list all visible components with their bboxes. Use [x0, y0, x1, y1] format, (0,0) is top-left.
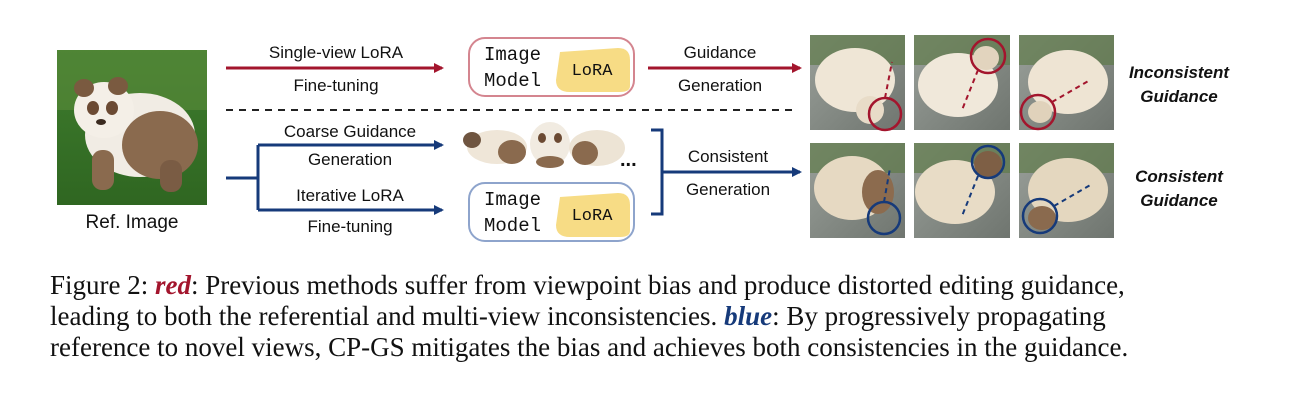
- caption-line2-a: leading to both the referential and mult…: [50, 301, 725, 331]
- caption-prefix: Figure 2:: [50, 270, 155, 300]
- result-top-2: [914, 35, 1010, 130]
- merge-bracket: [651, 128, 664, 216]
- coarse-generation-label: Generation: [308, 150, 392, 169]
- coarse-panda-3: [569, 130, 625, 166]
- iterative-finetuning-label: Fine-tuning: [307, 217, 392, 236]
- consistent-label: Consistent: [688, 147, 769, 166]
- caption-blue-word: blue: [724, 301, 773, 331]
- consistent-generation-label: Generation: [686, 180, 770, 199]
- coarse-panda-2: [530, 122, 570, 168]
- image-model-box-red: Image Model LoRA: [468, 37, 635, 97]
- single-view-lora-label: Single-view LoRA: [269, 43, 404, 62]
- caption-line-1: Figure 2: red: Previous methods suffer f…: [50, 270, 1260, 301]
- result-bottom-3: [1019, 143, 1114, 238]
- inconsistent-label: Inconsistent: [1129, 63, 1230, 82]
- inconsistent-guidance-label: Guidance: [1140, 87, 1217, 106]
- ellipsis-text: ...: [620, 149, 637, 171]
- lora-label-blue: LoRA: [572, 207, 614, 226]
- image-model-box-blue: Image Model LoRA: [468, 182, 635, 242]
- caption-line-3: reference to novel views, CP-GS mitigate…: [50, 332, 1129, 362]
- caption-line2-b: : By progressively propagating: [772, 301, 1106, 331]
- guidance-generation-label: Generation: [678, 76, 762, 95]
- ref-image-label: Ref. Image: [86, 212, 179, 233]
- lora-label-red: LoRA: [572, 62, 614, 81]
- figure-caption: Figure 2: red: Previous methods suffer f…: [50, 270, 1260, 363]
- result-top-3: [1019, 35, 1114, 131]
- result-top-1: [810, 35, 905, 132]
- image-model-text-3: Image: [484, 189, 541, 211]
- result-bottom-2: [914, 143, 1010, 238]
- iterative-lora-label: Iterative LoRA: [296, 186, 404, 205]
- guidance-label: Guidance: [684, 43, 757, 62]
- consistent-results: [810, 143, 1114, 238]
- reference-image: [57, 50, 207, 205]
- consistent-result-label: Consistent: [1135, 167, 1224, 186]
- inconsistent-results: [810, 35, 1114, 132]
- caption-part1: : Previous methods suffer from viewpoint…: [191, 270, 1125, 300]
- caption-red-word: red: [155, 270, 191, 300]
- image-model-text-1: Image: [484, 44, 541, 66]
- coarse-panda-thumbnails: ...: [463, 122, 637, 171]
- result-bottom-1: [810, 143, 905, 238]
- image-model-text-2: Model: [484, 70, 541, 92]
- consistent-guidance-label: Guidance: [1140, 191, 1217, 210]
- single-view-finetuning-label: Fine-tuning: [293, 76, 378, 95]
- coarse-panda-1: [463, 130, 527, 164]
- caption-line-2: leading to both the referential and mult…: [50, 301, 1260, 332]
- image-model-text-4: Model: [484, 215, 541, 237]
- coarse-guidance-label: Coarse Guidance: [284, 122, 416, 141]
